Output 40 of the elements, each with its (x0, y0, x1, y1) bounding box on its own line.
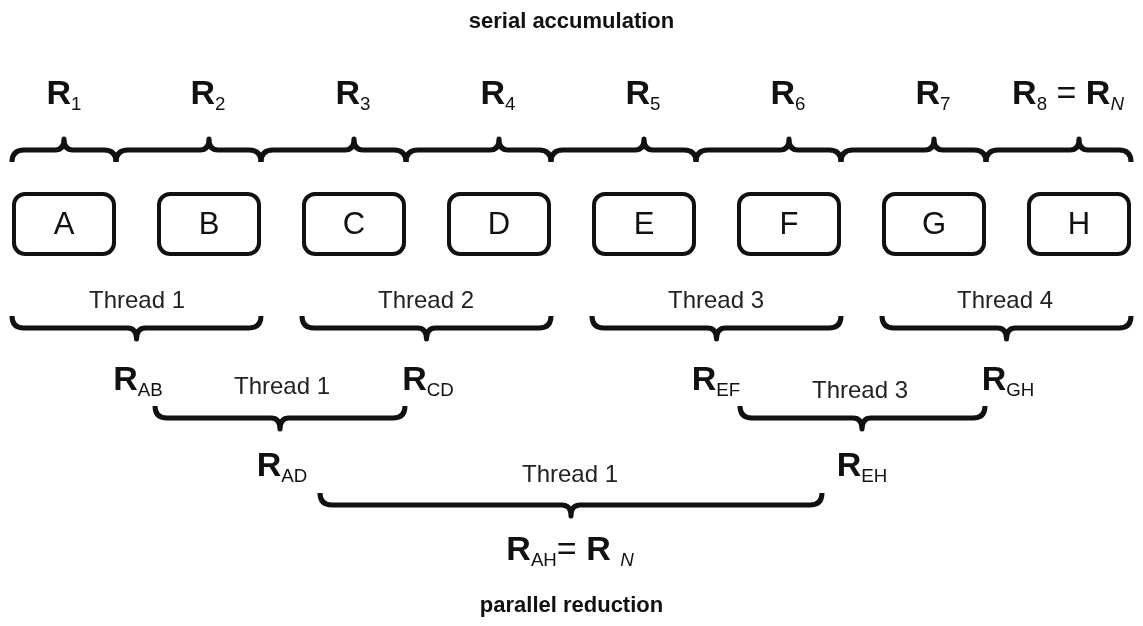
result-label: R$_{AB}$ (113, 358, 163, 402)
box-label: A (53, 206, 75, 242)
box-label: H (1067, 206, 1091, 242)
result-label: R$_{5}$ (625, 72, 661, 116)
box-label: B (198, 206, 220, 242)
thread-label: Thread 3 (811, 376, 909, 404)
result-label: R$_{8}$ = R$_{N}$ (1012, 72, 1124, 116)
result-label: R$_{4}$ (480, 72, 516, 116)
result-label: R$_{EH}$ (836, 444, 888, 488)
result-label: R$_{1}$ (46, 72, 82, 116)
thread-label: Thread 3 (667, 286, 765, 314)
process-box (882, 192, 986, 256)
process-box (302, 192, 406, 256)
result-label: R$_{7}$ (915, 72, 951, 116)
title: serial accumulation (467, 8, 676, 34)
process-box (1027, 192, 1131, 256)
result-label: R$_{3}$ (335, 72, 371, 116)
thread-label: Thread 1 (233, 372, 331, 400)
process-box (737, 192, 841, 256)
result-label: R$_{6}$ (770, 72, 806, 116)
process-box (447, 192, 551, 256)
box-label: D (487, 206, 511, 242)
box-label: C (342, 206, 366, 242)
caption: parallel reduction (478, 592, 665, 618)
result-label: R$_{CD}$ (402, 358, 454, 402)
thread-label: Thread 1 (521, 460, 619, 488)
box-label: E (633, 206, 655, 242)
result-label: R$_{AD}$ (256, 444, 308, 488)
process-box (157, 192, 261, 256)
box-label: F (779, 206, 799, 242)
result-label: R$_{AH}$= R $_{N}$ (506, 528, 634, 572)
result-label: R$_{2}$ (190, 72, 226, 116)
thread-label: Thread 4 (956, 286, 1054, 314)
process-box (12, 192, 116, 256)
thread-label: Thread 2 (377, 286, 475, 314)
result-label: R$_{GH}$ (981, 358, 1035, 402)
result-label: R$_{EF}$ (691, 358, 741, 402)
thread-label: Thread 1 (88, 286, 186, 314)
box-label: G (921, 206, 947, 242)
process-box (592, 192, 696, 256)
